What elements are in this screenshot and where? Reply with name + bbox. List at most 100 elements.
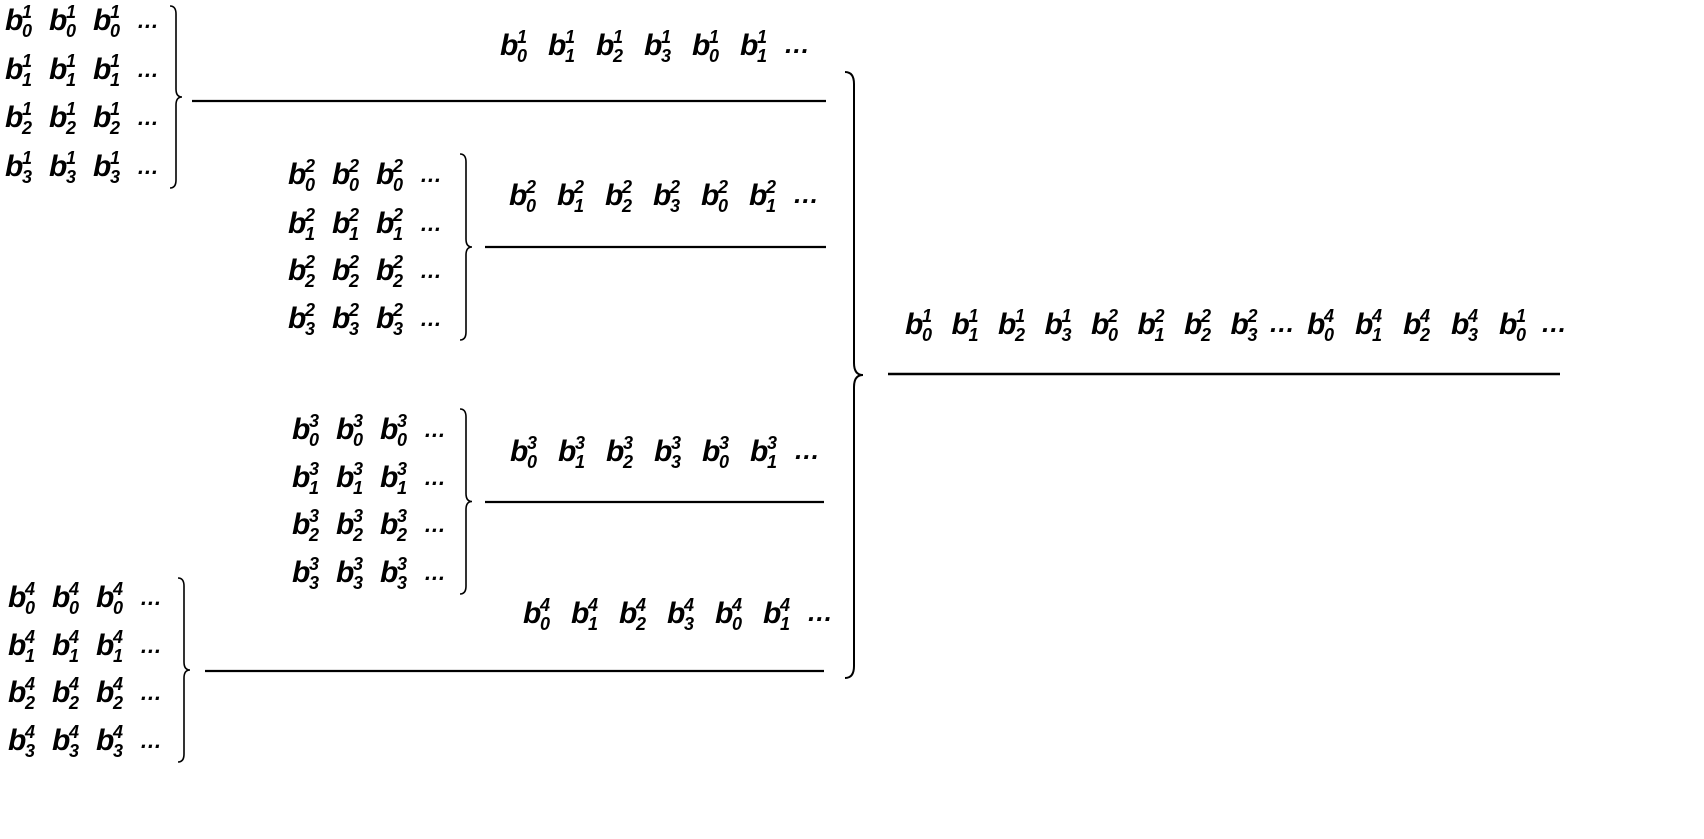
term-symbol: b <box>93 150 111 183</box>
term-symbol: b <box>332 254 350 287</box>
stream-ellipsis: … <box>794 435 820 465</box>
input-term: b32 <box>336 506 363 545</box>
term-superscript: 4 <box>587 595 598 615</box>
input-term: b40 <box>8 579 35 618</box>
term-subscript: 1 <box>305 224 315 244</box>
term-symbol: b <box>8 676 26 709</box>
term-symbol: b <box>905 308 923 341</box>
term-superscript: 2 <box>525 177 536 197</box>
term-subscript: 2 <box>352 525 363 545</box>
input-term: b31 <box>292 459 319 498</box>
term-subscript: 1 <box>22 70 32 90</box>
term-subscript: 1 <box>353 478 363 498</box>
term-symbol: b <box>292 461 310 494</box>
input-term: b31 <box>336 459 363 498</box>
term-subscript: 1 <box>349 224 359 244</box>
term-symbol: b <box>5 53 23 86</box>
term-symbol: b <box>376 302 394 335</box>
term-superscript: 3 <box>719 433 729 453</box>
term-superscript: 3 <box>353 554 363 574</box>
input-term: b20 <box>288 156 315 195</box>
term-superscript: 4 <box>24 722 35 742</box>
term-superscript: 1 <box>22 51 32 71</box>
merged-term: b10 <box>1499 306 1526 345</box>
input-ellipsis: … <box>140 728 162 753</box>
term-subscript: 1 <box>69 646 79 666</box>
term-superscript: 4 <box>1323 306 1334 326</box>
term-superscript: 4 <box>635 595 646 615</box>
term-subscript: 1 <box>25 646 35 666</box>
term-superscript: 3 <box>309 411 319 431</box>
term-subscript: 0 <box>719 452 729 472</box>
term-superscript: 1 <box>969 306 979 326</box>
term-symbol: b <box>93 4 111 37</box>
term-superscript: 2 <box>348 252 359 272</box>
input-term: b23 <box>288 300 315 339</box>
term-superscript: 3 <box>309 554 319 574</box>
term-subscript: 0 <box>1516 325 1526 345</box>
term-superscript: 4 <box>1467 306 1478 326</box>
term-subscript: 0 <box>397 430 407 450</box>
term-symbol: b <box>701 179 719 212</box>
merged-term: b12 <box>998 306 1025 345</box>
term-symbol: b <box>292 508 310 541</box>
merged-term: b20 <box>1091 306 1118 345</box>
term-superscript: 4 <box>112 627 123 647</box>
input-term: b12 <box>93 99 120 138</box>
merged-term: b13 <box>1045 306 1072 345</box>
input-term: b12 <box>49 99 76 138</box>
stream-term: b33 <box>654 433 681 472</box>
term-subscript: 2 <box>392 271 403 291</box>
term-superscript: 1 <box>22 2 32 22</box>
term-superscript: 1 <box>110 51 120 71</box>
input-term: b11 <box>93 51 120 90</box>
term-superscript: 4 <box>24 674 35 694</box>
input-term: b10 <box>5 2 32 41</box>
term-symbol: b <box>763 597 781 630</box>
term-subscript: 2 <box>304 271 315 291</box>
term-superscript: 1 <box>1062 306 1072 326</box>
term-symbol: b <box>52 724 70 757</box>
term-superscript: 1 <box>66 148 76 168</box>
input-term: b22 <box>376 252 403 291</box>
term-subscript: 0 <box>922 325 932 345</box>
term-subscript: 2 <box>612 46 623 66</box>
term-superscript: 1 <box>66 51 76 71</box>
term-subscript: 3 <box>25 741 35 761</box>
term-subscript: 0 <box>25 598 35 618</box>
term-symbol: b <box>49 4 67 37</box>
stream-term: b20 <box>701 177 728 216</box>
input-ellipsis: … <box>140 585 162 610</box>
input-term: b30 <box>380 411 407 450</box>
term-subscript: 0 <box>517 46 527 66</box>
term-superscript: 2 <box>1154 306 1165 326</box>
term-symbol: b <box>571 597 589 630</box>
term-symbol: b <box>376 207 394 240</box>
term-symbol: b <box>49 150 67 183</box>
stream-term: b40 <box>715 595 742 634</box>
merged-term: b40 <box>1307 306 1334 345</box>
term-symbol: b <box>548 29 566 62</box>
input-term: b30 <box>336 411 363 450</box>
term-superscript: 1 <box>22 148 32 168</box>
term-superscript: 2 <box>1200 306 1211 326</box>
input-ellipsis: … <box>137 8 159 33</box>
term-superscript: 3 <box>309 506 319 526</box>
term-symbol: b <box>5 4 23 37</box>
input-ellipsis: … <box>420 211 442 236</box>
term-subscript: 2 <box>621 196 632 216</box>
term-subscript: 3 <box>66 167 76 187</box>
term-superscript: 4 <box>68 722 79 742</box>
term-symbol: b <box>288 158 306 191</box>
term-subscript: 0 <box>527 452 537 472</box>
term-symbol: b <box>654 435 672 468</box>
term-subscript: 1 <box>575 452 585 472</box>
term-subscript: 3 <box>22 167 32 187</box>
term-superscript: 4 <box>68 579 79 599</box>
term-superscript: 2 <box>392 300 403 320</box>
term-symbol: b <box>332 158 350 191</box>
term-subscript: 2 <box>109 118 120 138</box>
term-subscript: 1 <box>393 224 403 244</box>
term-superscript: 2 <box>304 156 315 176</box>
